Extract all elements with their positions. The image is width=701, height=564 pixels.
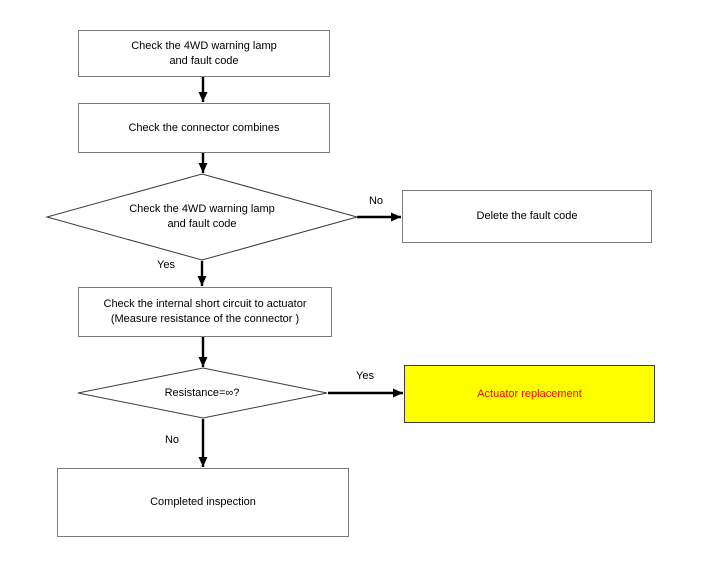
process-completed-inspection: Completed inspection [57, 468, 349, 537]
process-actuator-replacement: Actuator replacement [404, 365, 655, 423]
process-check-short-circuit: Check the internal short circuit to actu… [78, 287, 332, 337]
edge-label-no-decision-lamp: No [368, 195, 384, 207]
process-check-connector: Check the connector combines [78, 103, 330, 153]
process-label-line: Actuator replacement [477, 387, 582, 400]
process-delete-fault-code: Delete the fault code [402, 190, 652, 243]
decision-label-line: and fault code [167, 218, 237, 230]
process-label-line: and fault code [169, 54, 239, 67]
process-label-line: (Measure resistance of the connector ) [110, 313, 300, 325]
decision-resistance-shape [77, 367, 328, 419]
edge-label-no-decision-resistance: No [164, 434, 180, 446]
process-label-line: Check the 4WD warning lamp [131, 39, 277, 52]
edge-label-yes-decision-resistance: Yes [356, 370, 374, 382]
edge-label-yes-decision-lamp: Yes [157, 259, 175, 271]
process-label-line: Completed inspection [150, 496, 256, 508]
decision-label-line: Check the 4WD warning lamp [129, 203, 275, 215]
process-label-line: Check the internal short circuit to actu… [103, 298, 307, 310]
decision-resistance-label: Resistance=∞? [164, 387, 240, 399]
process-label-line: Check the connector combines [128, 121, 280, 134]
decision-check-warning-lamp-label: Check the 4WD warning lamp and fault cod… [62, 202, 342, 232]
process-check-warning-lamp: Check the 4WD warning lamp and fault cod… [78, 30, 330, 77]
decision-check-warning-lamp-shape [45, 173, 359, 261]
process-label-line: Delete the fault code [476, 210, 578, 222]
